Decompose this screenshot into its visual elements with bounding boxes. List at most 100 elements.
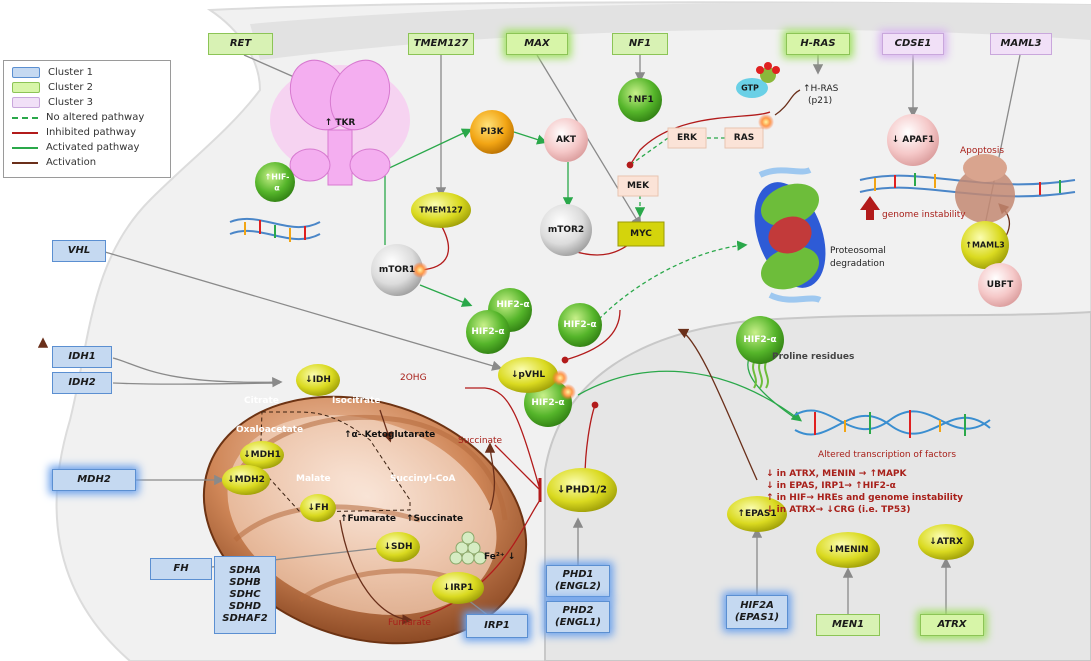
gene-atrx-label: ATRX <box>937 619 967 630</box>
gene-fh: FH <box>150 558 212 580</box>
gene-tmem127: TMEM127 <box>408 33 474 55</box>
effect-line-3: ↑ in HIF→ HREs and genome instability <box>766 493 964 503</box>
hif2a-c-node <box>558 303 602 347</box>
gene-nf1-label: NF1 <box>628 38 652 49</box>
proline-label: Proline residues <box>772 352 855 362</box>
gene-phd2: PHD2 (ENGL1) <box>546 601 610 633</box>
effect-line-1: ↓ in ATRX, MENIN → ↑MAPK <box>766 469 907 479</box>
activated-line <box>12 146 38 149</box>
hras-p21-label-1: ↑H-RAS <box>803 84 839 94</box>
gene-irp1-label: IRP1 <box>484 620 510 631</box>
sdh-node <box>376 532 420 562</box>
nf1-node <box>618 78 662 122</box>
gene-sdhc-label: SDHC <box>229 589 261 600</box>
mek-node <box>617 175 659 197</box>
gene-vhl: VHL <box>52 240 106 262</box>
mdh2-node <box>222 465 270 495</box>
isocitrate-label: Isocitrate <box>332 396 381 406</box>
mitochondrion <box>202 395 528 645</box>
gene-mdh2-label: MDH2 <box>77 474 111 485</box>
legend-activation-label: Activation <box>46 157 97 168</box>
genome-instability-arrow <box>860 196 880 220</box>
cluster3-swatch <box>12 97 40 108</box>
legend-inhibited-label: Inhibited pathway <box>46 127 137 138</box>
fe2-label: Fe²⁺ ↓ <box>484 552 516 562</box>
gene-epas1-label: (EPAS1) <box>734 612 780 623</box>
hif2a-b-node <box>466 310 510 354</box>
tmem127-node <box>411 192 471 228</box>
transcription-effects: ↓ in ATRX, MENIN → ↑MAPK ↓ in EPAS, IRP1… <box>766 468 963 516</box>
gene-idh1: IDH1 <box>52 346 112 368</box>
gene-sdha-label: SDHA <box>229 565 261 576</box>
legend-activation: Activation <box>12 157 96 168</box>
effect-line-2: ↓ in EPAS, IRP1→ ↑HIF2-α <box>766 481 896 491</box>
fh-node <box>300 494 336 522</box>
legend-activated: Activated pathway <box>12 142 139 153</box>
alpha-kg-label: ↑α- Ketoglutarate <box>344 430 436 440</box>
gene-hif2a: HIF2A (EPAS1) <box>726 595 788 629</box>
citrate-label: Citrate <box>244 396 279 406</box>
gene-engl2-label: (ENGL2) <box>555 581 601 592</box>
phd12-node <box>547 468 617 512</box>
dna-small <box>229 217 321 242</box>
gene-hif2a-label: HIF2A <box>740 600 774 611</box>
pi3k-node <box>470 110 514 154</box>
cluster1-swatch <box>12 67 40 78</box>
gene-sdhb-label: SDHB <box>229 577 261 588</box>
hif2a-nucleus-node <box>736 316 784 364</box>
tkr-receptor <box>270 59 410 186</box>
mtor1-node <box>371 244 423 296</box>
dna-large <box>859 173 1076 198</box>
gene-idh2: IDH2 <box>52 372 112 394</box>
legend-inhibited: Inhibited pathway <box>12 127 136 138</box>
akt-node <box>544 118 588 162</box>
apaf1-node <box>887 114 939 166</box>
effect-line-4: ↓ in ATRX→ ↓CRG (i.e. TP53) <box>766 505 911 515</box>
gene-max: MAX <box>506 33 568 55</box>
gene-max-label: MAX <box>524 38 550 49</box>
twoohg-label: 2OHG <box>400 373 427 383</box>
proline-residues <box>752 361 769 389</box>
legend: Cluster 1 Cluster 2 Cluster 3 No altered… <box>3 60 171 178</box>
mtor2-node <box>540 204 592 256</box>
genome-instability-label: genome instability <box>882 210 966 220</box>
gene-idh1-label: IDH1 <box>68 351 96 362</box>
gene-maml3: MAML3 <box>990 33 1052 55</box>
mdh1-node <box>240 441 284 469</box>
ubft-node <box>978 263 1022 307</box>
proteosomal-label: Proteosomal <box>830 246 886 256</box>
gene-phd1-label: PHD1 <box>562 569 594 580</box>
maml3-node <box>961 221 1009 269</box>
activation-line <box>12 161 38 164</box>
degradation-label: degradation <box>830 259 885 269</box>
gene-ret-label: RET <box>229 38 252 49</box>
iron-cluster <box>449 531 487 565</box>
proteasome <box>754 167 826 303</box>
gene-men1: MEN1 <box>816 614 880 636</box>
pvhl-node <box>498 357 558 393</box>
gene-tmem127-label: TMEM127 <box>413 38 469 49</box>
gene-maml3-label: MAML3 <box>1000 38 1042 49</box>
legend-cluster3: Cluster 3 <box>12 97 93 108</box>
legend-cluster3-label: Cluster 3 <box>48 97 94 108</box>
irp1-node <box>432 572 484 604</box>
gene-mdh2: MDH2 <box>52 469 136 491</box>
no-altered-line <box>12 116 38 119</box>
legend-cluster1-label: Cluster 1 <box>48 67 94 78</box>
apoptosis-complex <box>955 154 1015 223</box>
gene-cdse1: CDSE1 <box>882 33 944 55</box>
apoptosis-label: Apoptosis <box>960 146 1005 156</box>
gene-nf1: NF1 <box>612 33 668 55</box>
cluster2-swatch <box>12 82 40 93</box>
gene-sdh: SDHA SDHB SDHC SDHD SDHAF2 <box>214 556 276 634</box>
malate-label: Malate <box>296 474 331 484</box>
erk-node <box>667 127 707 149</box>
legend-activated-label: Activated pathway <box>46 142 140 153</box>
succinyl-coa-label: Succinyl-CoA <box>390 474 456 484</box>
legend-cluster1: Cluster 1 <box>12 67 93 78</box>
inhibited-line <box>12 131 38 134</box>
gene-atrx: ATRX <box>920 614 984 636</box>
gene-hras: H-RAS <box>786 33 850 55</box>
myc-node <box>617 221 665 247</box>
